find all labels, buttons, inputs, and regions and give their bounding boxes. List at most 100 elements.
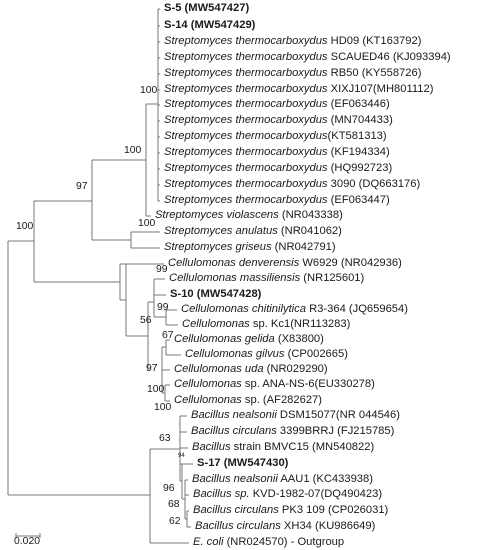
species-name: Streptomyces thermocarboxydus <box>164 146 328 158</box>
species-name: Streptomyces thermocarboxydus <box>164 162 328 174</box>
species-name: Bacillus circulans <box>191 425 277 437</box>
taxon-label: Cellulomonas massiliensis (NR125601) <box>169 272 364 285</box>
accession-text: (EF063446) <box>327 98 390 110</box>
accession-text: (NR024570) - Outgroup <box>223 536 345 548</box>
species-name: Streptomyces thermocarboxydus <box>164 98 328 110</box>
accession-text: W6929 (NR042936) <box>299 257 402 269</box>
species-name: Streptomyces thermocarboxydus <box>164 35 328 47</box>
taxon-label: Bacillus strain BMVC15 (MN540822) <box>192 441 374 454</box>
taxon-label: Streptomyces thermocarboxydus 3090 (DQ66… <box>164 178 420 191</box>
accession-text: sp. Kc1(NR113283) <box>249 318 351 330</box>
accession-text: (CP002665) <box>284 348 348 360</box>
accession-text: (NR125601) <box>300 272 365 284</box>
accession-text: R3-364 (JQ659654) <box>305 303 408 315</box>
taxon-label: Streptomyces thermocarboxydus(KT581313) <box>164 130 387 143</box>
taxon-label: Streptomyces anulatus (NR041062) <box>164 225 342 238</box>
taxon-label: Streptomyces thermocarboxydus (EF063446) <box>164 98 390 111</box>
taxon-label: Cellulomonas denverensis W6929 (NR042936… <box>168 257 402 270</box>
taxon-label: Cellulomonas gilvus (CP002665) <box>185 348 348 361</box>
accession-text: (NR029290) <box>263 363 328 375</box>
taxon-label: Cellulomonas chitinilytica R3-364 (JQ659… <box>181 303 408 316</box>
accession-text: 3399BRRJ (FJ215785) <box>276 425 395 437</box>
taxon-label: S-17 (MW547430) <box>197 457 288 470</box>
taxon-label: Streptomyces thermocarboxydus (HQ992723) <box>164 162 392 175</box>
bootstrap-value: 100 <box>124 145 142 156</box>
taxon-label: Cellulomonas sp. ANA-NS-6(EU330278) <box>174 378 375 391</box>
species-name: Bacillus nealsonii <box>191 409 277 421</box>
taxon-label: Bacillus circulans XH34 (KU986649) <box>195 520 375 533</box>
bootstrap-value: 99 <box>157 302 169 313</box>
accession-text: S-10 (MW547428) <box>170 288 262 300</box>
taxon-label: Bacillus circulans 3399BRRJ (FJ215785) <box>191 425 394 438</box>
bootstrap-value: 96 <box>163 483 175 494</box>
species-name: Bacillus circulans <box>195 520 281 532</box>
taxon-label: Cellulomonas uda (NR029290) <box>174 363 328 376</box>
bootstrap-value: 68 <box>168 499 180 510</box>
species-name: Bacillus circulans <box>193 504 279 516</box>
bootstrap-value: 100 <box>154 402 172 413</box>
taxon-label: E. coli (NR024570) - Outgroup <box>193 536 344 549</box>
species-name: Cellulomonas uda <box>174 363 264 375</box>
species-name: Cellulomonas massiliensis <box>169 272 301 284</box>
species-name: E. coli <box>193 536 224 548</box>
species-name: Cellulomonas chitinilytica <box>181 303 306 315</box>
taxon-label: S-5 (MW547427) <box>164 2 249 15</box>
accession-text: (HQ992723) <box>327 162 393 174</box>
accession-text: (X83800) <box>274 333 324 345</box>
accession-text: DSM15077(NR 044546) <box>276 409 400 421</box>
taxon-label: Streptomyces violascens (NR043338) <box>155 209 343 222</box>
accession-text: sp. ANA-NS-6(EU330278) <box>241 378 375 390</box>
accession-text: AAU1 (KC433938) <box>277 473 373 485</box>
accession-text: S-14 (MW547429) <box>164 19 256 31</box>
species-name: Streptomyces thermocarboxydus <box>164 51 328 63</box>
species-name: Streptomyces thermocarboxydus <box>164 83 328 95</box>
bootstrap-value: 63 <box>159 433 171 444</box>
species-name: Streptomyces griseus <box>164 241 272 253</box>
bootstrap-value: 56 <box>140 315 152 326</box>
taxon-label: S-10 (MW547428) <box>170 288 261 301</box>
bootstrap-value: 100 <box>16 221 34 232</box>
accession-text: (MN704433) <box>327 114 393 126</box>
accession-text: sp. (AF282627) <box>241 394 323 406</box>
species-name: Streptomyces violascens <box>155 209 279 221</box>
species-name: Streptomyces thermocarboxydus <box>164 130 328 142</box>
taxon-label: Streptomyces thermocarboxydus SCAUED46 (… <box>164 51 451 64</box>
bootstrap-value: 97 <box>76 181 88 192</box>
species-name: Cellulomonas gelida <box>174 333 275 345</box>
bootstrap-value: 100 <box>140 85 158 96</box>
bootstrap-value: 67 <box>162 330 174 341</box>
species-name: Cellulomonas <box>182 318 250 330</box>
accession-text: (EF063447) <box>327 194 390 206</box>
accession-text: SCAUED46 (KJ093394) <box>327 51 451 63</box>
accession-text: S-5 (MW547427) <box>164 2 250 14</box>
accession-text: (KT581313) <box>327 130 387 142</box>
species-name: Streptomyces anulatus <box>164 225 278 237</box>
species-name: Streptomyces thermocarboxydus <box>164 67 328 79</box>
species-name: Streptomyces thermocarboxydus <box>164 114 328 126</box>
bootstrap-value: 62 <box>169 516 181 527</box>
species-name: Cellulomonas gilvus <box>185 348 285 360</box>
accession-text: (KF194334) <box>327 146 390 158</box>
species-name: Streptomyces thermocarboxydus <box>164 194 328 206</box>
accession-text: strain BMVC15 (MN540822) <box>230 441 375 453</box>
taxon-label: Streptomyces thermocarboxydus (EF063447) <box>164 194 390 207</box>
species-name: Streptomyces thermocarboxydus <box>164 178 328 190</box>
bootstrap-value: 100 <box>147 384 165 395</box>
bootstrap-value: 94 <box>178 453 185 459</box>
taxon-label: S-14 (MW547429) <box>164 19 255 32</box>
taxon-label: Streptomyces thermocarboxydus HD09 (KT16… <box>164 35 421 48</box>
accession-text: 3090 (DQ663176) <box>327 178 421 190</box>
species-name: Cellulomonas denverensis <box>168 257 300 269</box>
taxon-label: Streptomyces thermocarboxydus (MN704433) <box>164 114 393 127</box>
taxon-label: Cellulomonas sp. Kc1(NR113283) <box>182 318 350 331</box>
bootstrap-value: 99 <box>156 264 168 275</box>
accession-text: S-17 (MW547430) <box>197 457 289 469</box>
species-name: Cellulomonas <box>174 394 242 406</box>
accession-text: (NR042791) <box>271 241 336 253</box>
taxon-label: Bacillus nealsonii DSM15077(NR 044546) <box>191 409 400 422</box>
bootstrap-value: 100 <box>138 218 156 229</box>
taxon-label: Bacillus circulans PK3 109 (CP026031) <box>193 504 388 517</box>
species-name: Bacillus <box>192 441 231 453</box>
species-name: Bacillus nealsonii <box>192 473 278 485</box>
accession-text: HD09 (KT163792) <box>327 35 422 47</box>
